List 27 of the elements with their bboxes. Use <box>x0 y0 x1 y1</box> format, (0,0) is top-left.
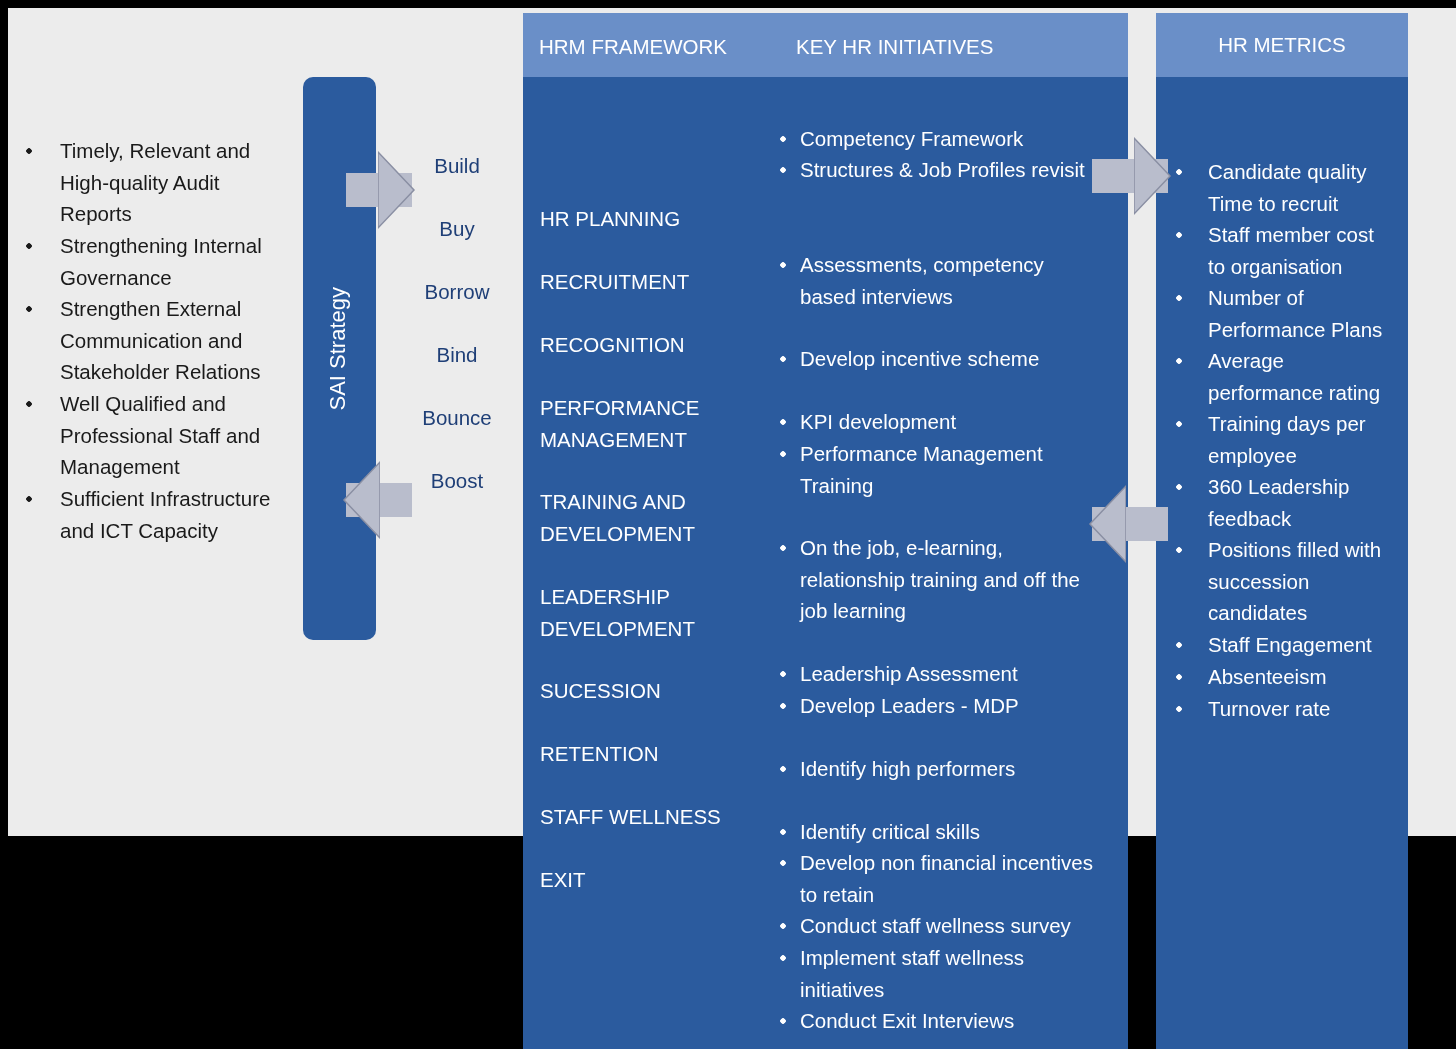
strategy-bar <box>303 77 376 640</box>
option-text: Bind <box>435 342 479 368</box>
column-panel <box>523 13 1128 1049</box>
option-text: Boost <box>429 468 485 494</box>
block-arrow <box>1089 485 1168 563</box>
framework-item: HR PLANNING <box>540 206 682 232</box>
block-arrow <box>343 461 412 539</box>
framework-item: EXIT <box>540 867 587 893</box>
framework-item: TRAINING AND DEVELOPMENT <box>540 489 696 547</box>
framework-item: PERFORMANCE MANAGEMENT <box>540 395 701 453</box>
column-panel <box>1156 13 1408 1049</box>
framework-item: LEADERSHIP DEVELOPMENT <box>540 584 696 642</box>
framework-item: RECRUITMENT <box>540 269 691 295</box>
option-text: Buy <box>438 216 476 242</box>
framework-item: RETENTION <box>540 741 660 767</box>
column-heading: KEY HR INITIATIVES <box>796 34 994 60</box>
block-arrow <box>346 151 415 229</box>
framework-item: RECOGNITION <box>540 332 686 358</box>
option-text: Bounce <box>421 405 493 431</box>
framework-item: SUCESSION <box>540 678 662 704</box>
framework-item: STAFF WELLNESS <box>540 804 722 830</box>
option-text: Build <box>433 153 481 179</box>
bar-label: SAI Strategy <box>325 287 351 411</box>
column-heading: HRM FRAMEWORK <box>539 34 727 60</box>
column-heading: HR METRICS <box>1217 32 1347 58</box>
option-text: Borrow <box>423 279 491 305</box>
block-arrow <box>1092 137 1171 215</box>
